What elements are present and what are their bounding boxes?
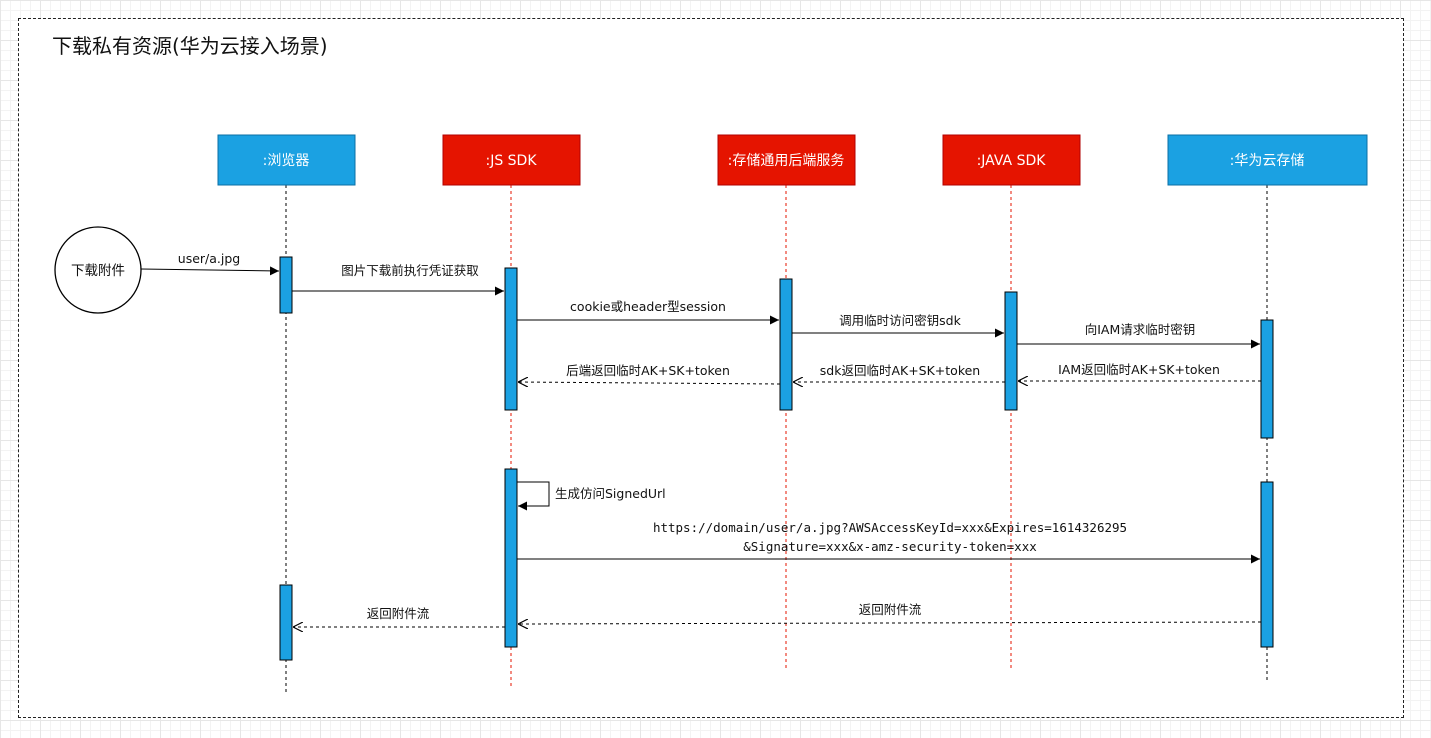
activation-javasdk [1004, 291, 1018, 411]
message-label: IAM返回临时AK+SK+token [1058, 362, 1220, 377]
participant-javasdk[interactable]: :JAVA SDK [942, 134, 1081, 186]
activation-huawei-2 [1260, 481, 1274, 648]
message-return-stream-jssdk: 返回附件流 [518, 602, 1262, 624]
participant-huawei-label: :华为云存储 [1230, 153, 1305, 169]
activation-browser-2 [279, 584, 293, 661]
participant-javasdk-label: :JAVA SDK [977, 153, 1047, 169]
message-label: 图片下载前执行凭证获取 [341, 263, 479, 278]
message-session: cookie或header型session [517, 299, 779, 325]
message-label: 返回附件流 [859, 602, 922, 617]
participant-jssdk[interactable]: :JS SDK [442, 134, 581, 186]
actor-label: 下载附件 [71, 263, 125, 279]
participant-huawei[interactable]: :华为云存储 [1167, 134, 1368, 186]
message-credential-fetch: 图片下载前执行凭证获取 [292, 263, 504, 296]
message-label: 调用临时访问密钥sdk [839, 313, 961, 328]
message-return-stream-browser: 返回附件流 [293, 606, 505, 627]
message-label: user/a.jpg [178, 251, 240, 266]
message-backend-return: 后端返回临时AK+SK+token [518, 363, 781, 384]
activation-jssdk-2 [504, 468, 518, 648]
message-label: 返回附件流 [367, 606, 430, 621]
message-sdk-return: sdk返回临时AK+SK+token [793, 363, 1005, 382]
message-label: cookie或header型session [570, 299, 726, 314]
participant-backend[interactable]: :存储通用后端服务 [717, 134, 856, 186]
activation-browser-1 [279, 256, 293, 314]
message-call-temp-key-sdk: 调用临时访问密钥sdk [792, 313, 1004, 338]
diagram-title: 下载私有资源(华为云接入场景) [52, 34, 328, 58]
participant-browser-label: :浏览器 [263, 153, 310, 169]
message-signed-url-request: https://domain/user/a.jpg?AWSAccessKeyId… [517, 520, 1260, 564]
message-generate-signed-url: 生成仿问SignedUrl [517, 481, 666, 511]
message-label: sdk返回临时AK+SK+token [820, 363, 980, 378]
participant-browser[interactable]: :浏览器 [217, 134, 356, 186]
message-iam-return: IAM返回临时AK+SK+token [1018, 362, 1261, 381]
participant-jssdk-label: :JS SDK [485, 153, 537, 169]
message-label-line1: https://domain/user/a.jpg?AWSAccessKeyId… [653, 520, 1127, 535]
actor-download-attachment[interactable]: 下载附件 [54, 226, 142, 314]
activation-huawei-1 [1260, 319, 1274, 439]
message-label: 向IAM请求临时密钥 [1085, 322, 1196, 337]
activation-jssdk-1 [504, 267, 518, 411]
message-iam-request: 向IAM请求临时密钥 [1017, 322, 1260, 349]
message-label-line2: &Signature=xxx&x-amz-security-token=xxx [743, 539, 1037, 554]
participant-backend-label: :存储通用后端服务 [728, 153, 845, 169]
activation-backend [779, 278, 793, 411]
message-user-request: user/a.jpg [140, 251, 280, 276]
message-label: 后端返回临时AK+SK+token [566, 363, 730, 378]
message-label: 生成仿问SignedUrl [555, 486, 666, 501]
